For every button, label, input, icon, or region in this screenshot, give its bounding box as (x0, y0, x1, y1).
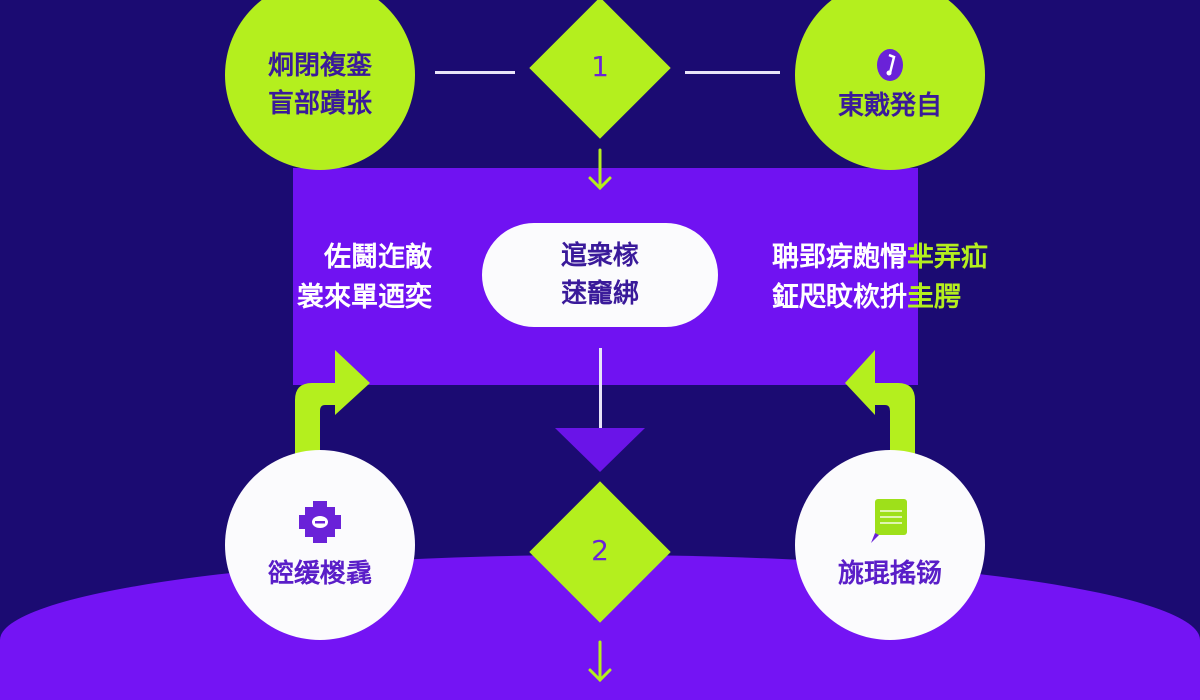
connector-line-left (435, 71, 515, 74)
bottom-right-node[interactable]: 旐琨搖铴 (795, 450, 985, 640)
music-note-icon (877, 49, 903, 81)
arrow-down-icon (588, 640, 612, 683)
center-process-pill[interactable]: 逭衆榢 蒁竉綁 (482, 223, 718, 327)
left-description: 佐鬪迮敵 裳來單迺奕 (280, 238, 432, 318)
decision-2-label: 2 (591, 534, 609, 567)
node-label: 旐琨搖铴 (837, 559, 942, 589)
right-text-line2: 鉦咫盿栨抍 (772, 282, 907, 313)
arrow-down-icon (588, 148, 612, 191)
right-text-line1-accent: 芈弄疝 (907, 242, 988, 273)
node-label-line2: 盲部蹟张 (267, 89, 372, 119)
top-left-node[interactable]: 炯閉複銮 盲部蹟张 (225, 0, 415, 170)
connector-line-right (685, 71, 780, 74)
connector-line-vertical (599, 348, 602, 440)
top-right-node[interactable]: 東戭発自 (795, 0, 985, 170)
chat-icon (871, 499, 907, 543)
right-text-line2-accent: 圭腭 (907, 282, 961, 313)
bottom-left-node[interactable]: 谾缓椶毳 (225, 450, 415, 640)
left-text-line2: 裳來單迺奕 (297, 282, 432, 313)
left-text-line1: 佐鬪迮敵 (324, 242, 432, 273)
curved-arrow-left-icon (295, 350, 370, 460)
gear-icon (299, 501, 341, 543)
pill-line1: 逭衆榢 (560, 241, 639, 271)
node-label: 東戭発自 (837, 91, 942, 121)
node-label: 谾缓椶毳 (267, 559, 372, 589)
node-label-line1: 炯閉複銮 (267, 51, 372, 81)
triangle-down-icon (555, 428, 645, 472)
pill-line2: 蒁竉綁 (560, 279, 639, 309)
right-description: 聃郢疨皰愲芈弄疝 鉦咫盿栨抍圭腭 (772, 238, 1012, 318)
decision-1-label: 1 (591, 50, 609, 83)
right-text-line1: 聃郢疨皰愲 (772, 242, 907, 273)
curved-arrow-right-icon (845, 350, 915, 460)
